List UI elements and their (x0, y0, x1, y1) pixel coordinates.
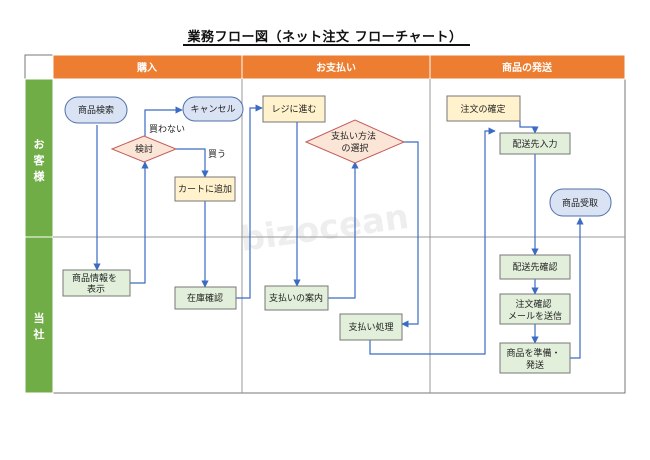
node-payment-guide-label: 支払いの案内 (269, 292, 323, 304)
node-search-label: 商品検索 (78, 104, 114, 116)
node-mail (499, 293, 571, 325)
arrow-order-to-shipping-input (519, 121, 539, 134)
node-register-label: レジに進む (271, 103, 316, 115)
node-receive (549, 188, 612, 217)
node-register (262, 95, 326, 123)
column-label-payment: お支払い (316, 61, 356, 74)
node-stock-label: 在庫確認 (187, 292, 223, 304)
arrow-review-to-cart (176, 148, 209, 178)
node-receive-label: 商品受取 (562, 197, 598, 209)
lane-label-company: 当社 (33, 311, 45, 341)
arrow-proc-to-order (369, 127, 496, 355)
node-order-confirm-label: 注文の確定 (460, 103, 505, 115)
arrow-prepare-to-receive (570, 217, 584, 359)
node-review (110, 135, 178, 163)
node-payment-guide (264, 285, 329, 311)
node-cancel-label: キャンセル (190, 104, 235, 115)
node-shipping-check-label: 配送先確認 (512, 261, 557, 273)
node-prepare-label: 商品を準備・ 発送 (507, 347, 564, 371)
node-payment-proc-label: 支払い処理 (348, 321, 393, 333)
node-cancel (182, 96, 244, 122)
lane-header-customer (24, 78, 54, 238)
node-stock (174, 286, 237, 310)
lane-label-customer: お客様 (33, 138, 46, 183)
node-product-info (62, 269, 131, 297)
lane-header-company (24, 236, 54, 394)
node-cart-label: カートに追加 (178, 183, 232, 195)
page-title: 業務フロー図（ネット注文 フローチャート） (187, 30, 463, 45)
arrow-stock-to-register (236, 104, 263, 299)
watermark: bizocean (238, 197, 411, 260)
node-order-confirm (446, 95, 521, 122)
column-label-purchase: 購入 (136, 61, 157, 74)
node-payment-choice (304, 119, 406, 164)
node-shipping-input-label: 配送先入力 (512, 138, 557, 150)
arrow-review-to-cancel (144, 106, 183, 136)
node-product-info-label: 商品情報を 表示 (72, 272, 120, 295)
column-label-shipping: 商品の発送 (502, 61, 553, 74)
node-shipping-check (499, 254, 571, 280)
node-cart (174, 176, 236, 202)
node-search (64, 96, 128, 124)
node-payment-proc (339, 313, 403, 341)
label-buy: 買う (208, 149, 226, 160)
title-underline (183, 44, 470, 46)
header-corner (24, 54, 54, 80)
node-mail-label: 注文確認 メールを送信 (508, 298, 562, 322)
node-prepare (499, 342, 571, 374)
arrow-guide-to-choice (328, 161, 359, 299)
label-no-buy: 買わない (149, 124, 185, 135)
arrow-info-to-review (130, 161, 149, 284)
column-header-shipping (429, 54, 626, 80)
column-header-purchase (52, 54, 243, 80)
arrow-choice-to-proc (400, 141, 419, 328)
node-shipping-input (499, 132, 571, 155)
node-review-label: 検討 (135, 143, 153, 155)
node-payment-choice-label: 支払い方法 の選択 (331, 130, 379, 154)
